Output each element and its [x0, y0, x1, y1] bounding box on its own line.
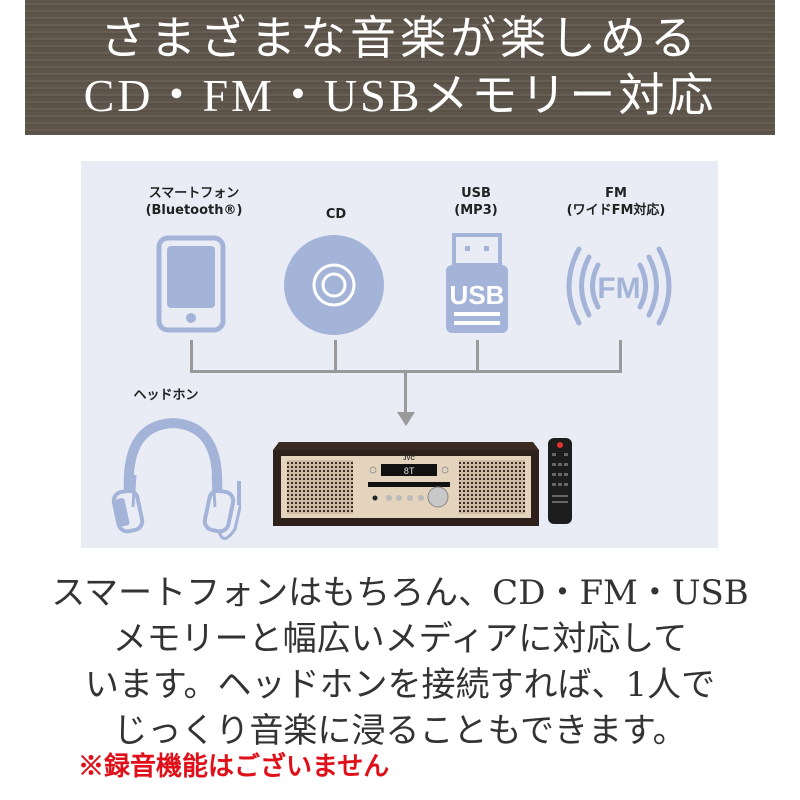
- connector-down: [404, 370, 407, 414]
- headphones-icon: [111, 417, 241, 540]
- cd-icon: [284, 235, 384, 335]
- smartphone-icon: [156, 235, 226, 333]
- fm-label: FM(ワイドFM対応): [566, 186, 666, 218]
- svg-text:FM: FM: [597, 272, 640, 305]
- connector-line: [476, 340, 479, 371]
- connector-line: [190, 340, 193, 371]
- connection-diagram: スマートフォン(Bluetooth®) CD USB(MP3) FM(ワイドFM…: [81, 161, 718, 548]
- description-line: います。ヘッドホンを接続すれば、1人で: [84, 665, 716, 705]
- description-text: スマートフォンはもちろん、CD・FM・USB メモリーと幅広いメディアに対応して…: [0, 570, 800, 754]
- description-line: スマートフォンはもちろん、CD・FM・USB: [51, 573, 749, 613]
- connector-line: [334, 340, 337, 371]
- svg-text:JVC: JVC: [403, 456, 415, 462]
- description-line: メモリーと幅広いメディアに対応して: [112, 619, 688, 659]
- description-line: じっくり音楽に浸ることもできます。: [113, 711, 687, 751]
- svg-text:USB: USB: [450, 280, 505, 310]
- smartphone-label: スマートフォン(Bluetooth®): [145, 186, 243, 218]
- stereo-system: 8T JVC: [273, 442, 539, 526]
- svg-text:8T: 8T: [404, 467, 415, 477]
- cd-label: CD: [325, 207, 347, 222]
- remote-control: [548, 438, 572, 524]
- recording-note: ※録音機能はございません: [78, 752, 390, 782]
- arrow-down-icon: [397, 412, 415, 426]
- banner-title-line2: CD・FM・USBメモリー対応: [83, 70, 717, 121]
- connector-line: [619, 340, 622, 371]
- banner-title-line1: さまざまな音楽が楽しめる: [100, 11, 700, 65]
- usb-label: USB(MP3): [454, 186, 498, 218]
- title-banner: さまざまな音楽が楽しめる CD・FM・USBメモリー対応: [25, 0, 775, 135]
- fm-radio-icon: FM: [566, 246, 672, 326]
- headphone-label: ヘッドホン: [133, 388, 199, 403]
- usb-icon: USB: [446, 233, 508, 333]
